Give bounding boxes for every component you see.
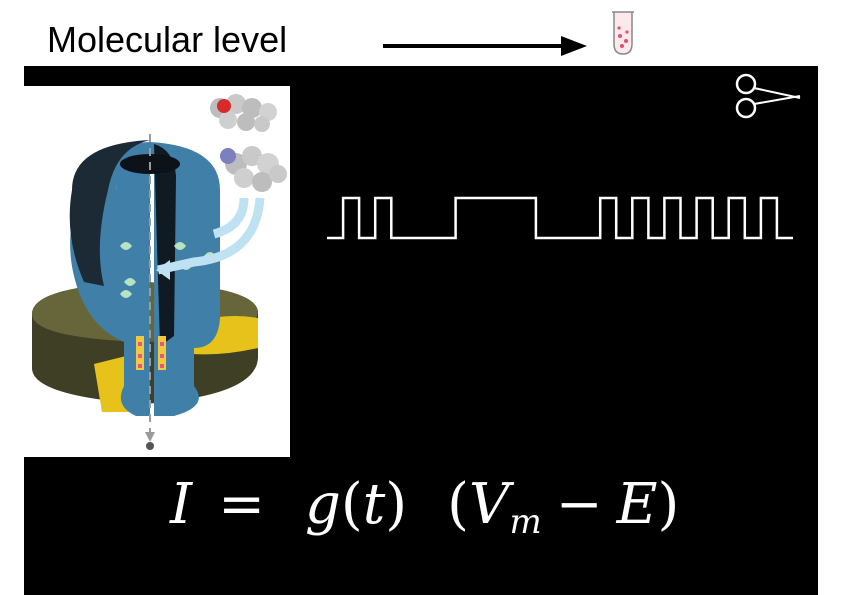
trace-path — [327, 196, 793, 240]
minus-sign: − — [555, 472, 603, 537]
ion-channel-illustration — [24, 86, 290, 457]
trace-lines — [327, 196, 793, 240]
binding-arrows — [157, 197, 265, 275]
current-equation: I=g(t)(Vm−E) — [170, 472, 680, 542]
time-symbol: t — [362, 472, 386, 537]
right-arrow-icon — [383, 36, 587, 56]
test-tube-icon — [612, 11, 634, 55]
current-symbol: I — [170, 472, 193, 537]
reversal-symbol: E — [616, 472, 658, 537]
voltage-symbol: V — [469, 472, 510, 537]
page-title: Molecular level — [47, 19, 288, 60]
single-channel-trace — [327, 196, 793, 240]
ligand-molecules — [210, 94, 287, 192]
membrane-subscript: m — [509, 502, 542, 542]
scissors-icon — [735, 73, 801, 119]
conductance-symbol: g — [305, 472, 341, 537]
equals-sign: = — [218, 472, 266, 537]
